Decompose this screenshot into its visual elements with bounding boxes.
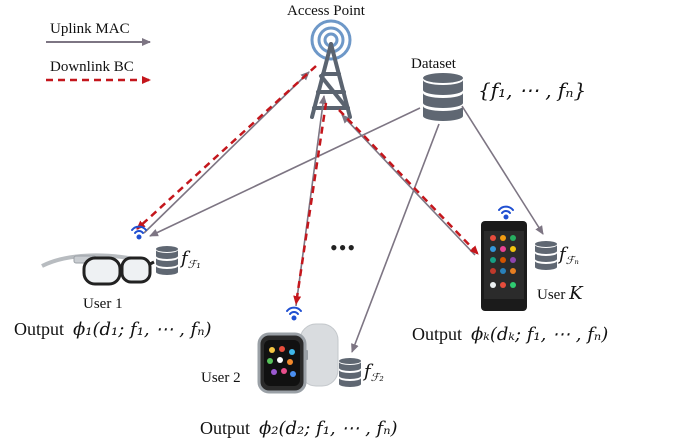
user1-output: Output ϕ₁(d₁; f₁, ⋯ , fₙ) bbox=[14, 319, 212, 340]
uplink-arrow-dataset-to-user1 bbox=[149, 107, 421, 237]
uplink-arrow-user1-to-ap bbox=[143, 71, 310, 234]
access-point-tower-icon bbox=[310, 42, 352, 119]
user1-storage-icon bbox=[156, 246, 178, 275]
downlink-arrow-ap-to-user2 bbox=[293, 102, 328, 305]
dataset-label: Dataset bbox=[411, 56, 456, 72]
wifi-icon-userK bbox=[498, 205, 514, 220]
user2-storage-icon bbox=[339, 358, 361, 387]
signal-rings-icon bbox=[310, 19, 352, 61]
smartwatch-icon bbox=[257, 323, 339, 394]
smart-glasses-icon bbox=[41, 253, 155, 286]
downlink-arrow-ap-to-user1 bbox=[136, 65, 317, 230]
uplink-arrow-userK-to-ap bbox=[341, 114, 476, 256]
user2-output: Output ϕ₂(d₂; f₁, ⋯ , fₙ) bbox=[200, 418, 398, 439]
user1-storage-label: fℱ₁ bbox=[181, 248, 201, 271]
wifi-icon-user2 bbox=[286, 306, 302, 321]
wifi-icon-user1 bbox=[131, 225, 147, 240]
user2-name: User 2 bbox=[201, 370, 241, 386]
userK-output: Output ϕₖ(dₖ; f₁, ⋯ , fₙ) bbox=[412, 324, 609, 345]
more-users-ellipsis: ••• bbox=[330, 235, 357, 260]
user2-storage-label: fℱ₂ bbox=[364, 361, 384, 384]
userK-name: User K bbox=[537, 283, 583, 304]
userK-storage-icon bbox=[535, 241, 557, 270]
userK-storage-label: fℱₙ bbox=[559, 244, 579, 267]
legend-uplink-label: Uplink MAC bbox=[50, 21, 130, 37]
smartphone-icon bbox=[481, 221, 527, 311]
user1-name: User 1 bbox=[83, 296, 123, 312]
dataset-set-label: {f₁, ⋯ , fₙ} bbox=[478, 78, 587, 102]
legend-downlink-label: Downlink BC bbox=[50, 59, 134, 75]
uplink-arrow-dataset-to-user2 bbox=[351, 123, 440, 353]
access-point-label: Access Point bbox=[287, 3, 365, 19]
dataset-database-icon bbox=[423, 73, 463, 121]
uplink-arrow-dataset-to-userK bbox=[461, 105, 544, 235]
downlink-arrow-ap-to-userK bbox=[338, 109, 479, 255]
